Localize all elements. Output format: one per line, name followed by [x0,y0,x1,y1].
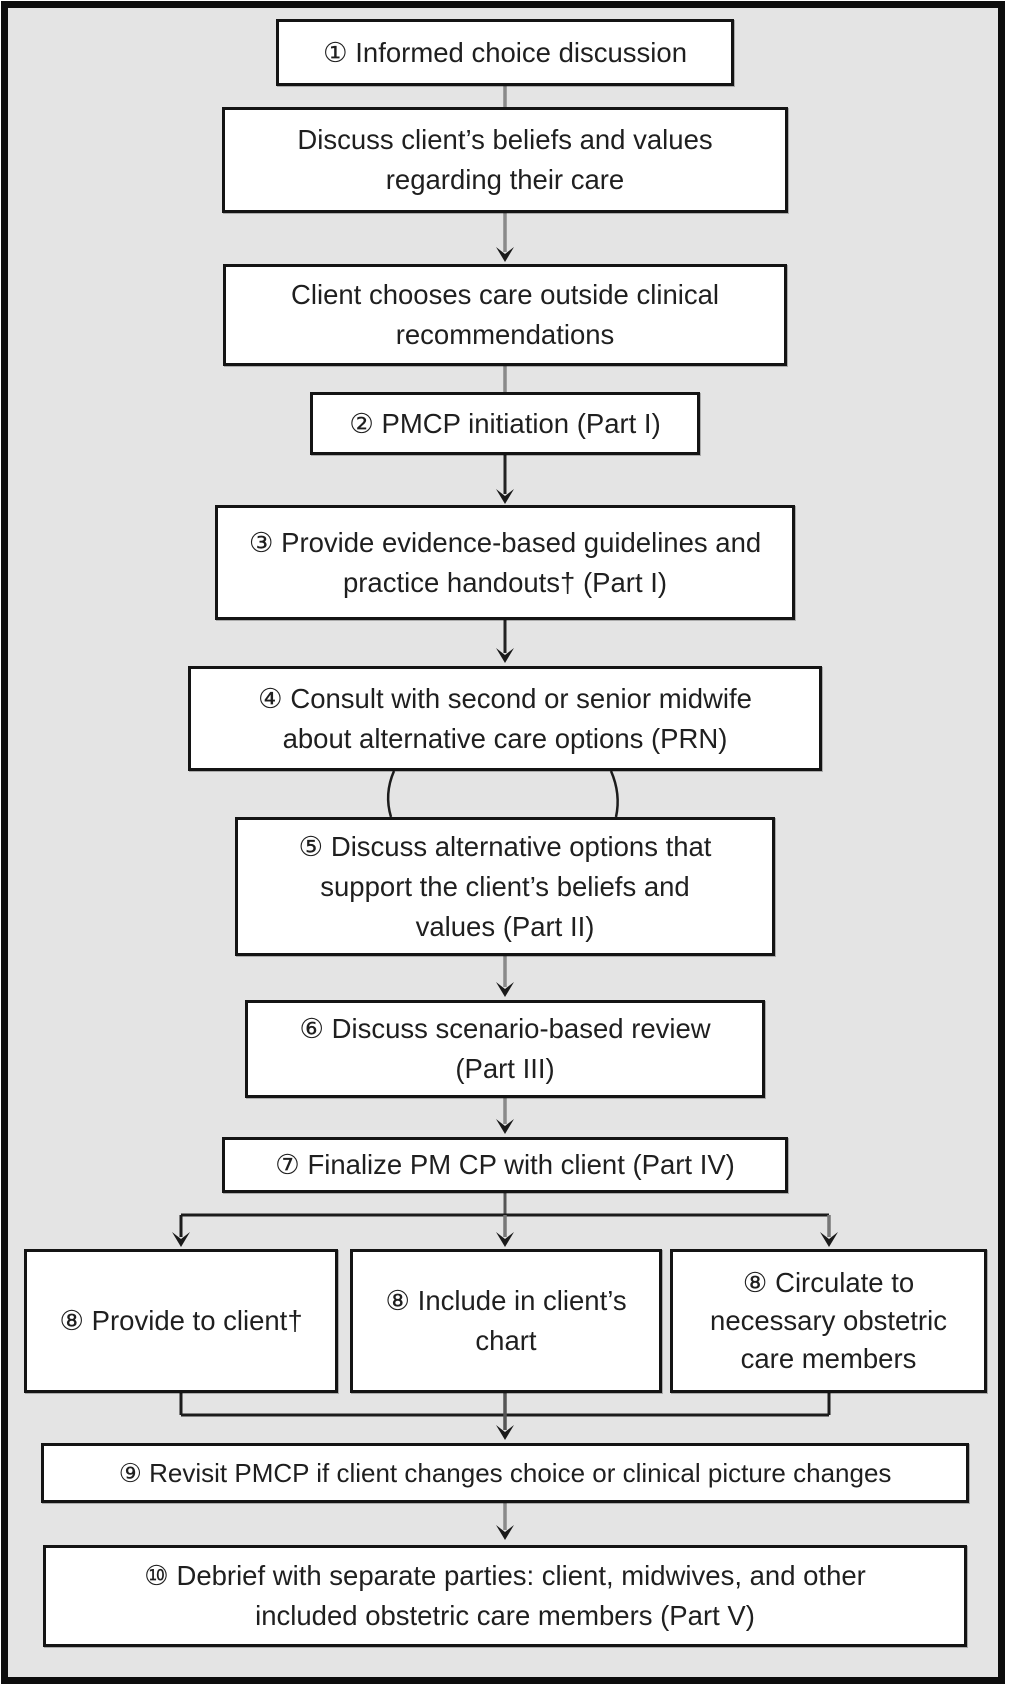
node-client-chooses-care: Client chooses care outside clinical rec… [223,264,787,366]
node-debrief: ⑩ Debrief with separate parties: client,… [43,1545,967,1647]
node-line: ② PMCP initiation (Part I) [349,407,661,439]
node-line: (Part III) [455,1053,555,1084]
node-provide-to-client: ⑧ Provide to client† [24,1249,338,1393]
node-line: Client chooses care outside clinical [291,279,719,310]
node-line: ③ Provide evidence-based guidelines and [248,526,762,558]
node-discuss-beliefs-values: Discuss client’s beliefs and values rega… [222,107,788,213]
node-line: care members [740,1343,917,1374]
node-consult-midwife: ④ Consult with second or senior midwife … [188,666,822,771]
connector-6-7-right-curve [609,770,619,818]
node-line: chart [475,1325,537,1356]
node-line: ⑩ Debrief with separate parties: client,… [144,1560,866,1591]
node-line: included obstetric care members (Part V) [255,1600,755,1631]
node-line: practice handouts† (Part I) [342,566,668,598]
node-line: ⑤ Discuss alternative options that [298,830,712,862]
node-provide-guidelines: ③ Provide evidence-based guidelines and … [215,505,795,620]
node-circulate-to-members: ⑧ Circulate to necessary obstetric care … [670,1249,987,1393]
node-line: Discuss client’s beliefs and values [297,124,713,155]
node-line: recommendations [395,319,615,350]
connector-6-7-left-curve [386,770,396,818]
node-line: ⑨ Revisit PMCP if client changes choice … [118,1458,892,1488]
node-include-in-chart: ⑧ Include in client’s chart [350,1249,662,1393]
node-informed-choice-discussion: ① Informed choice discussion [276,19,734,86]
node-line: ⑧ Provide to client† [59,1305,303,1336]
arrowheads [172,247,838,1540]
node-pmcp-initiation: ② PMCP initiation (Part I) [310,392,700,455]
node-discuss-alternative-options: ⑤ Discuss alternative options that suppo… [235,817,775,956]
node-revisit-pmcp: ⑨ Revisit PMCP if client changes choice … [41,1443,969,1503]
node-line: values (Part II) [415,910,595,942]
node-line: ⑧ Include in client’s [385,1285,627,1316]
node-line: ⑥ Discuss scenario-based review [299,1013,711,1044]
node-line: ④ Consult with second or senior midwife [258,682,752,714]
node-line: regarding their care [385,164,625,195]
node-finalize-pmcp: ⑦ Finalize PM CP with client (Part IV) [222,1137,788,1193]
node-line: ⑦ Finalize PM CP with client (Part IV) [275,1149,735,1180]
node-scenario-based-review: ⑥ Discuss scenario-based review (Part II… [245,1000,765,1098]
node-line: support the client’s beliefs and [320,870,690,902]
node-line: about alternative care options (PRN) [282,722,728,754]
node-line: ① Informed choice discussion [323,36,687,68]
node-line: ⑧ Circulate to [742,1267,915,1298]
node-line: necessary obstetric [710,1305,947,1336]
